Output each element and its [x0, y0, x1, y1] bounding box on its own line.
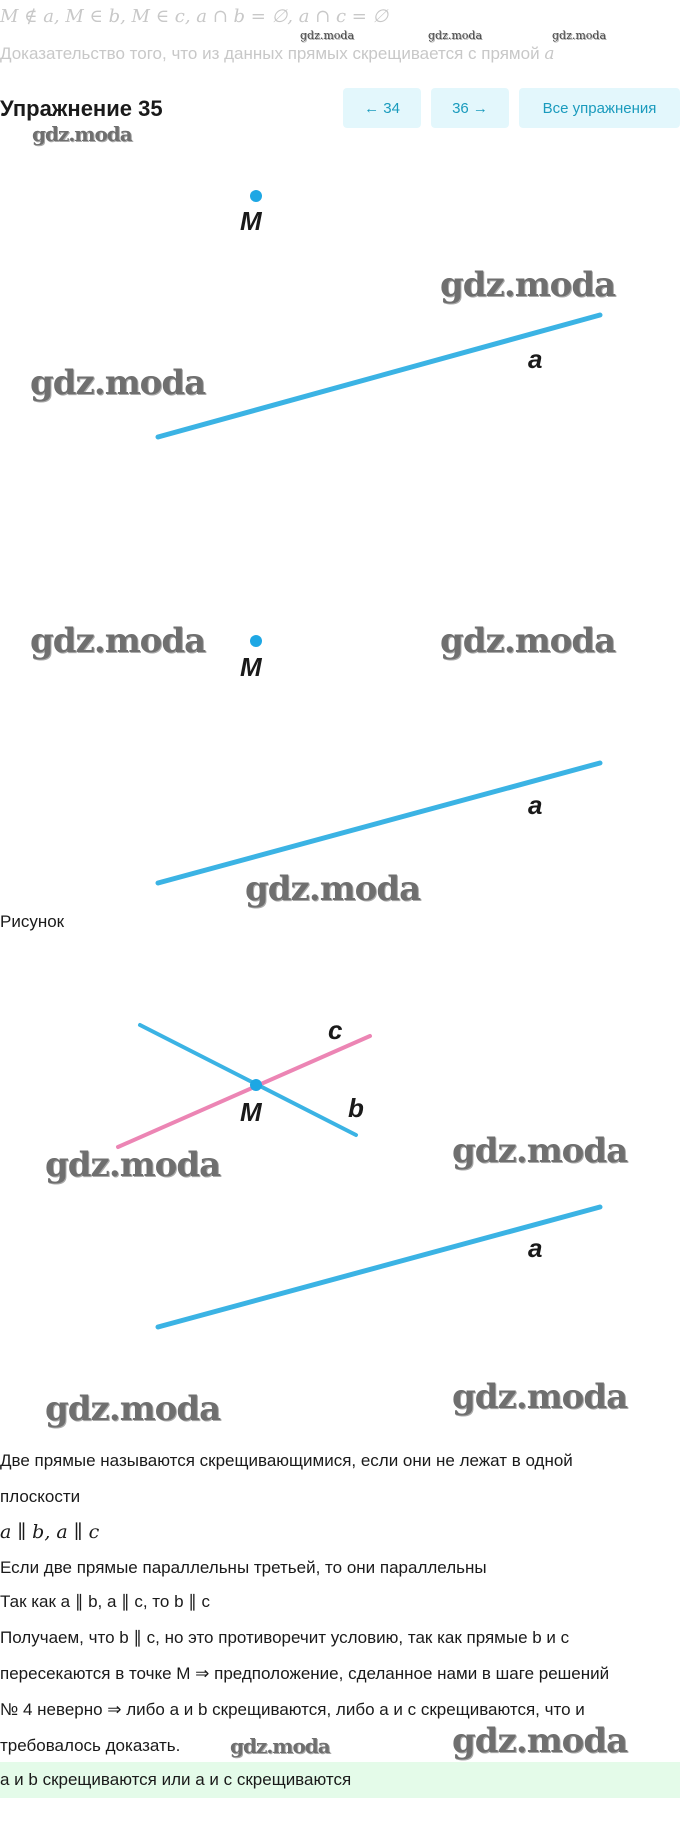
line-b [138, 1023, 358, 1137]
solution-line: Две прямые называются скрещивающимися, е… [0, 1451, 573, 1470]
solution-line: Получаем, что b ∥ c, но это противоречит… [0, 1628, 570, 1647]
label-a: a [528, 344, 543, 374]
label-m: M [240, 206, 262, 236]
watermark: gdz.moda [245, 869, 421, 909]
line-a-fig1 [155, 312, 603, 440]
watermark: gdz.moda [440, 265, 616, 305]
point-m-fig3 [250, 1079, 262, 1091]
watermark: gdz.moda [32, 122, 133, 146]
watermark: gdz.moda [30, 363, 206, 403]
watermark: gdz.moda [45, 1389, 221, 1429]
watermark: gdz.moda [230, 1734, 331, 1758]
exercise-subtitle: Доказательство того, что из данных прямы… [0, 44, 554, 64]
solution-line: плоскости [0, 1487, 81, 1506]
solution-line: требовалось доказать. [0, 1736, 181, 1755]
watermark: gdz.moda [452, 1377, 628, 1417]
solution-line: № 4 неверно ⇒ либо a и b скрещиваются, л… [0, 1700, 585, 1719]
watermark: gdz.moda [300, 29, 355, 42]
solution-formula: a ∥ b, a ∥ c [0, 1521, 100, 1543]
given-conditions: M ∉ a, M ∈ b, M ∈ c, a ∩ b = ∅, a ∩ c = … [0, 6, 389, 27]
solution-line: пересекаются в точке M ⇒ предположение, … [0, 1664, 610, 1683]
watermark: gdz.moda [552, 29, 607, 42]
figure-caption: Рисунок [0, 912, 65, 931]
label-c: c [328, 1015, 343, 1045]
line-a-fig3 [155, 1204, 603, 1330]
point-m-fig1 [250, 190, 262, 202]
answer-text: a и b скрещиваются или a и c скрещиваютс… [0, 1770, 352, 1789]
all-exercises-button[interactable]: Все упражнения [519, 88, 680, 128]
watermark: gdz.moda [45, 1145, 221, 1185]
label-m: M [240, 652, 262, 682]
watermark: gdz.moda [440, 621, 616, 661]
solution-line: Так как a ∥ b, a ∥ c, то b ∥ c [0, 1592, 210, 1611]
next-exercise-button[interactable]: 36 → [431, 88, 509, 128]
label-b: b [348, 1093, 364, 1123]
label-a: a [528, 1233, 543, 1263]
watermark: gdz.moda [30, 621, 206, 661]
watermark: gdz.moda [428, 29, 483, 42]
point-m-fig2 [250, 635, 262, 647]
page-title: Упражнение 35 [0, 96, 163, 121]
subtitle-var: a [544, 44, 555, 64]
watermark: gdz.moda [452, 1131, 628, 1171]
watermark: gdz.moda [452, 1721, 628, 1761]
prev-exercise-button[interactable]: ← 34 [343, 88, 421, 128]
label-m: M [240, 1097, 262, 1127]
answer-box: a и b скрещиваются или a и c скрещиваютс… [0, 1762, 680, 1798]
solution-line: Если две прямые параллельны третьей, то … [0, 1558, 487, 1577]
label-a: a [528, 790, 543, 820]
subtitle-text: Доказательство того, что из данных прямы… [0, 44, 540, 63]
line-a-fig2 [155, 760, 603, 886]
line-c [116, 1034, 372, 1149]
